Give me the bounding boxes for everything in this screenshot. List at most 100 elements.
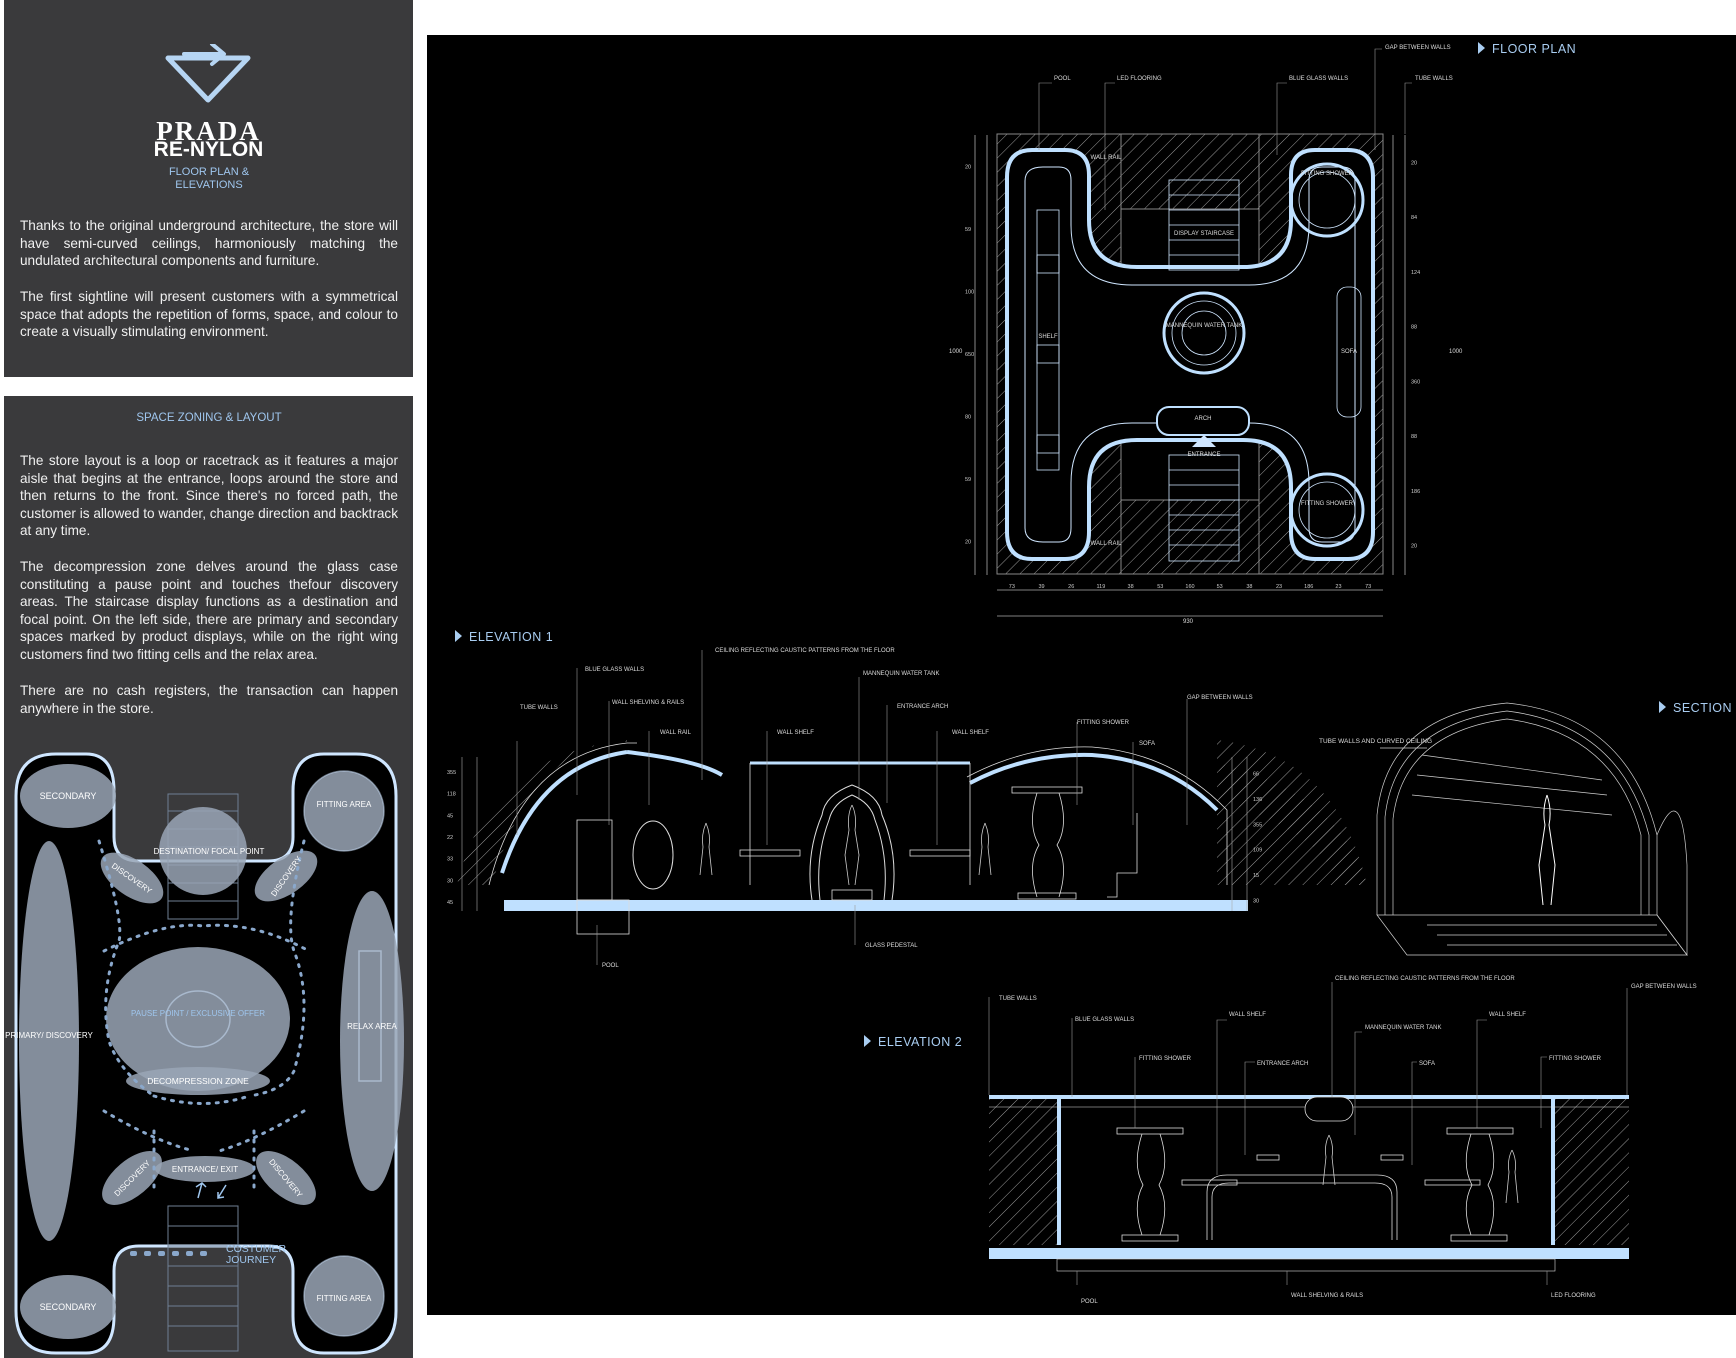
floor-plan-title: FLOOR PLAN [1478, 42, 1576, 56]
e1-callout-ceiling: CEILING REFLECTING CAUSTIC PATTERNS FROM… [715, 648, 895, 654]
fp-dim-bottom-4: 38 [1128, 584, 1134, 590]
fp-callout-blue-glass: BLUE GLASS WALLS [1289, 76, 1348, 82]
e1-dim-right-4: 15 [1253, 873, 1259, 879]
fp-dim-right-4: 360 [1411, 379, 1420, 385]
fp-dim-bottom-12: 73 [1365, 584, 1371, 590]
fp-dim-bottom-11: 23 [1335, 584, 1341, 590]
triangle-marker-icon [1659, 701, 1666, 713]
section-title: SECTION [1659, 701, 1732, 715]
zoning-paragraph-1: The store layout is a loop or racetrack … [20, 453, 398, 539]
map-label-primary: PRIMARY/ DISCOVERY [5, 1031, 93, 1040]
fp-dim-right-0: 20 [1411, 160, 1417, 166]
mannequin-icon [1322, 1134, 1336, 1186]
e1-callout-sofa: SOFA [1139, 741, 1155, 747]
section-callout: TUBE WALLS AND CURVED CEILING [1319, 738, 1432, 745]
triangle-marker-icon [864, 1035, 871, 1047]
fp-total-width: 930 [1183, 619, 1194, 625]
fp-label-sofa: SOFA [1341, 349, 1357, 355]
e1-callout-shelf-right: WALL SHELF [952, 730, 989, 736]
fp-callout-tube: TUBE WALLS [1415, 76, 1453, 82]
e1-callout-shower: FITTING SHOWER [1077, 720, 1130, 726]
page-subtitle: FLOOR PLAN & ELEVATIONS [168, 166, 250, 191]
figure-icon [699, 822, 713, 876]
fp-dim-bottom-2: 26 [1068, 584, 1074, 590]
e2-callout-arch: ENTRANCE ARCH [1257, 1061, 1308, 1067]
elevation-1-drawing: TUBE WALLS BLUE GLASS WALLS WALL SHELVIN… [447, 648, 1367, 969]
e1-callout-pedestal: GLASS PEDESTAL [865, 943, 918, 949]
fp-dim-left-6: 20 [965, 540, 971, 546]
fp-callout-led: LED FLOORING [1117, 76, 1162, 82]
e1-callout-arch: ENTRANCE ARCH [897, 704, 948, 710]
entrance-arrow-icon [1192, 435, 1216, 447]
fp-dim-left-4: 80 [965, 415, 971, 421]
figure-icon [1505, 1149, 1519, 1204]
fp-label-fitting-shower-bottom: FITTING SHOWER [1301, 501, 1354, 507]
fp-dim-bottom-9: 23 [1276, 584, 1282, 590]
fp-dim-bottom-8: 38 [1246, 584, 1252, 590]
drawings-svg: WALL RAIL WALL RAIL DISPLAY STAIRCASE FI… [447, 45, 1697, 1305]
e1-dim-left-6: 45 [447, 900, 453, 906]
e1-dim-right-0: 66 [1253, 772, 1259, 778]
e1-dim-left-2: 45 [447, 813, 453, 819]
map-label-fitting-top: FITTING AREA [317, 800, 372, 809]
e2-callout-tube: TUBE WALLS [999, 996, 1037, 1002]
e1-dim-right-1: 136 [1253, 797, 1262, 803]
fp-dim-left-0: 20 [965, 164, 971, 170]
e1-dim-right-5: 30 [1253, 898, 1259, 904]
fp-dim-right-5: 88 [1411, 434, 1417, 440]
zoning-panel: SPACE ZONING & LAYOUT The store layout i… [4, 396, 413, 1358]
fp-dim-bottom-3: 119 [1097, 584, 1106, 590]
prada-triangle-logo-icon [165, 44, 251, 103]
fp-callout-pool: POOL [1054, 76, 1071, 82]
fp-dim-left-2: 100 [965, 289, 974, 295]
e1-dim-left-0: 355 [447, 770, 456, 776]
e1-callout-shelf-left: WALL SHELF [777, 730, 814, 736]
e1-dim-right-2: 355 [1253, 822, 1262, 828]
fp-dim-bottom-0: 73 [1009, 584, 1015, 590]
fp-label-display-staircase: DISPLAY STAIRCASE [1174, 231, 1234, 237]
e1-callout-mannequin: MANNEQUIN WATER TANK [863, 671, 939, 677]
e2-callout-gap: GAP BETWEEN WALLS [1631, 984, 1697, 990]
brand-name: PRADA [156, 116, 261, 146]
figure-icon [978, 822, 992, 876]
drawings-board: FLOOR PLAN ELEVATION 1 SECTION ELEVATION… [427, 35, 1736, 1315]
intro-paragraph-1: Thanks to the original underground archi… [20, 218, 398, 269]
fp-label-wall-rail-bottom: WALL RAIL [1091, 541, 1123, 547]
zoning-title: SPACE ZONING & LAYOUT [136, 412, 282, 424]
e2-callout-sofa: SOFA [1419, 1061, 1435, 1067]
fp-dim-bottom-1: 39 [1038, 584, 1044, 590]
map-label-secondary-bottom: SECONDARY [40, 1302, 97, 1312]
e1-dim-left-3: 22 [447, 835, 453, 841]
fp-dim-bottom-7: 53 [1217, 584, 1223, 590]
map-label-fitting-bottom: FITTING AREA [317, 1294, 372, 1303]
e1-callout-blue-glass: BLUE GLASS WALLS [585, 667, 644, 673]
e2-callout-mannequin: MANNEQUIN WATER TANK [1365, 1025, 1441, 1031]
e1-callout-tube: TUBE WALLS [520, 705, 558, 711]
mannequin-icon [844, 804, 860, 886]
e2-callout-shower-left: FITTING SHOWER [1139, 1056, 1192, 1062]
fp-label-arch: ARCH [1194, 416, 1211, 422]
fp-dim-left-1: 59 [965, 227, 971, 233]
elevation-1-title: ELEVATION 1 [455, 630, 553, 644]
e1-dim-left-4: 33 [447, 857, 453, 863]
e2-callout-led: LED FLOORING [1551, 1293, 1596, 1299]
e1-callout-pool: POOL [602, 963, 619, 969]
fp-label-shelf: SHELF [1038, 334, 1058, 340]
figure-icon [1538, 794, 1556, 906]
map-label-decompression: DECOMPRESSION ZONE [147, 1076, 249, 1086]
zoning-paragraph-2: The decompression zone delves around the… [20, 559, 398, 662]
fp-label-mannequin: MANNEQUIN WATER TANK [1166, 323, 1242, 329]
intro-panel: PRADA RE-NYLON FLOOR PLAN & ELEVATIONS T… [4, 0, 413, 377]
fp-dim-bottom-10: 186 [1304, 584, 1313, 590]
e2-callout-blue-glass: BLUE GLASS WALLS [1075, 1017, 1134, 1023]
elevation-2-drawing: TUBE WALLS BLUE GLASS WALLS FITTING SHOW… [988, 976, 1697, 1305]
e1-dim-left-5: 30 [447, 878, 453, 884]
map-label-relax: RELAX AREA [347, 1022, 397, 1031]
fp-dim-left-3: 650 [965, 352, 974, 358]
e2-callout-ceiling: CEILING REFLECTING CAUSTIC PATTERNS FROM… [1335, 976, 1515, 982]
elevation-2-title: ELEVATION 2 [864, 1035, 962, 1049]
e1-callout-shelving: WALL SHELVING & RAILS [612, 700, 684, 706]
fp-label-fitting-shower-top: FITTING SHOWER [1301, 171, 1354, 177]
fp-dim-right-3: 88 [1411, 325, 1417, 331]
fp-dim-right-2: 124 [1411, 270, 1420, 276]
